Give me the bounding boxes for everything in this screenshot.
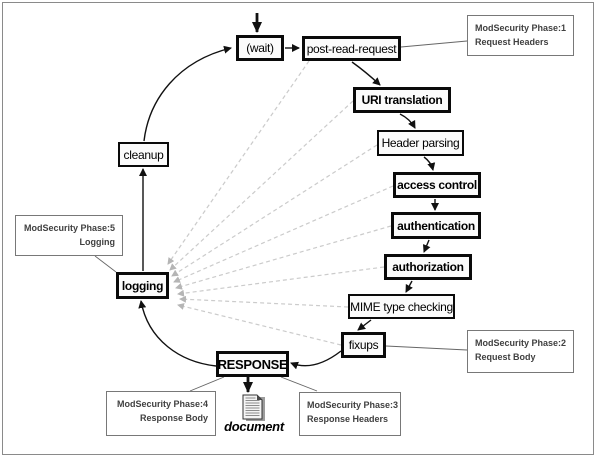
annotation-subtitle: Logging <box>79 237 116 247</box>
connector-response-to-phase3 <box>280 376 318 392</box>
annotation-title: ModSecurity Phase:2 <box>475 338 567 348</box>
node-mime-type-checking: MIME type checking <box>348 294 455 319</box>
dashed-arrow-mime-to-logging <box>179 295 349 308</box>
annotation-modsecurity-phase5: ModSecurity Phase:5 Logging <box>15 215 123 256</box>
connector-response-to-phase4 <box>189 376 225 392</box>
node-authorization: authorization <box>384 254 472 280</box>
annotation-modsecurity-phase3: ModSecurity Phase:3 Response Headers <box>299 392 401 436</box>
arrow-fixups-to-response <box>290 350 342 370</box>
node-header-parsing: Header parsing <box>377 130 464 156</box>
node-response: RESPONSE <box>216 351 289 377</box>
node-fixups: fixups <box>341 332 386 358</box>
dashed-arrow-authentication-to-logging <box>175 225 392 290</box>
node-logging: logging <box>116 272 169 299</box>
node-cleanup: cleanup <box>118 142 169 167</box>
annotation-modsecurity-phase2: ModSecurity Phase:2 Request Body <box>467 330 574 373</box>
node-authentication: authentication <box>391 212 481 239</box>
annotation-title: ModSecurity Phase:1 <box>475 23 567 33</box>
connector-fixups-to-phase2 <box>385 345 468 351</box>
arrow-authorization-to-mime <box>405 280 413 293</box>
node-uri-translation: URI translation <box>353 87 451 113</box>
document-icon <box>242 394 265 421</box>
dashed-arrow-header-to-logging <box>171 144 378 277</box>
arrow-uri-to-header <box>399 113 416 129</box>
node-wait: (wait) <box>236 35 284 61</box>
node-post-read-request: post-read-request <box>302 36 401 61</box>
document-label: document <box>224 419 284 434</box>
arrow-header-to-access <box>423 156 436 171</box>
dashed-arrow-uri-to-logging <box>169 100 354 271</box>
annotation-title: ModSecurity Phase:5 <box>23 223 115 233</box>
dashed-arrow-post-read-to-logging <box>167 60 310 265</box>
arrow-cleanup-to-wait <box>143 45 232 142</box>
arrow-mime-to-fixups <box>357 319 372 331</box>
annotation-subtitle: Response Headers <box>307 414 389 424</box>
dashed-arrow-authorization-to-logging <box>177 266 385 297</box>
annotation-subtitle: Request Headers <box>475 37 549 47</box>
dashed-arrow-fixups-to-logging <box>177 303 342 346</box>
annotation-subtitle: Request Body <box>475 352 536 362</box>
annotation-modsecurity-phase1: ModSecurity Phase:1 Request Headers <box>467 15 574 56</box>
connector-phase5-to-logging <box>94 255 117 273</box>
annotation-title: ModSecurity Phase:4 <box>116 399 208 409</box>
node-access-control: access control <box>393 172 481 198</box>
arrow-post-read-to-uri <box>351 61 381 86</box>
annotation-modsecurity-phase4: ModSecurity Phase:4 Response Body <box>106 391 216 436</box>
connector-post-read-to-phase1 <box>400 40 468 48</box>
arrow-authentication-to-authorization <box>423 239 431 253</box>
arrow-response-to-logging <box>138 300 217 367</box>
annotation-title: ModSecurity Phase:3 <box>307 400 399 410</box>
annotation-subtitle: Response Body <box>139 413 208 423</box>
dashed-arrow-access-to-logging <box>173 185 394 283</box>
